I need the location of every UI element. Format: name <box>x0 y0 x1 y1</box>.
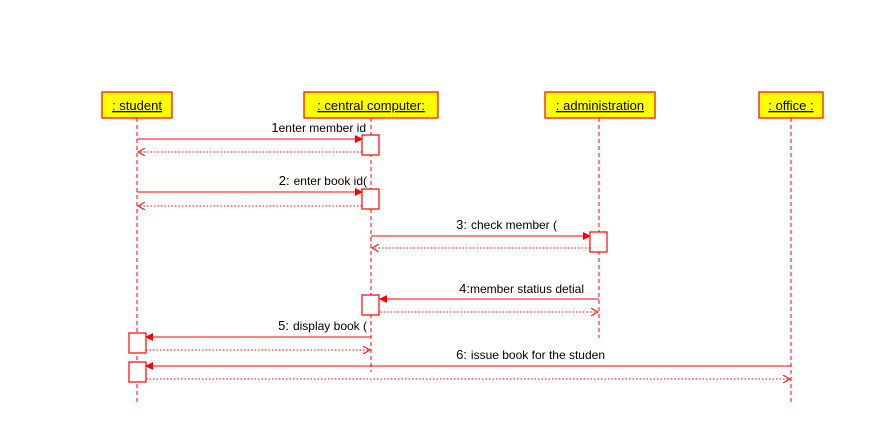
activation-student-6 <box>128 361 147 383</box>
message-3-text: check member ( <box>471 218 557 232</box>
message-3-number: 3: <box>456 217 467 232</box>
activation-student-5 <box>128 332 147 354</box>
message-2-text: enter book id( <box>294 174 367 188</box>
object-administration-label: : administration <box>556 98 644 113</box>
activation-central-1 <box>361 134 380 156</box>
message-5-text: display book ( <box>293 319 367 333</box>
object-student-label: : student <box>112 98 162 113</box>
object-central-computer-label: : central computer: <box>317 98 425 113</box>
message-1-label: 1enter member id <box>271 120 366 135</box>
message-3-label: 3: check member ( <box>456 217 557 232</box>
activation-central-4 <box>361 294 380 316</box>
message-4-number: 4: <box>459 281 470 296</box>
message-1-text: enter member id <box>279 121 366 135</box>
message-3: 3: check member ( <box>371 217 608 253</box>
object-student: : student <box>101 91 173 119</box>
object-administration: : administration <box>544 91 656 119</box>
object-office-label: : office : <box>768 98 813 113</box>
object-office: : office : <box>758 91 824 119</box>
message-6: 6: issue book for the studen <box>128 347 791 383</box>
message-2-label: 2: enter book id( <box>279 173 367 188</box>
object-central-computer: : central computer: <box>303 91 439 119</box>
message-6-number: 6: <box>456 347 467 362</box>
activation-admin-3 <box>589 231 608 253</box>
message-2-number: 2: <box>279 173 290 188</box>
message-4-text: member statius detial <box>470 282 584 296</box>
message-6-text: issue book for the studen <box>471 348 605 362</box>
message-4-label: 4:member statius detial <box>459 281 584 296</box>
activation-central-2 <box>361 188 380 210</box>
message-5: 5: display book ( <box>128 318 371 354</box>
message-1-number: 1 <box>271 120 278 135</box>
message-5-number: 5: <box>278 318 289 333</box>
message-4: 4:member statius detial <box>361 281 599 316</box>
message-6-label: 6: issue book for the studen <box>456 347 605 362</box>
message-5-label: 5: display book ( <box>278 318 367 333</box>
message-2: 2: enter book id( <box>137 173 380 210</box>
message-1: 1enter member id <box>137 120 380 156</box>
